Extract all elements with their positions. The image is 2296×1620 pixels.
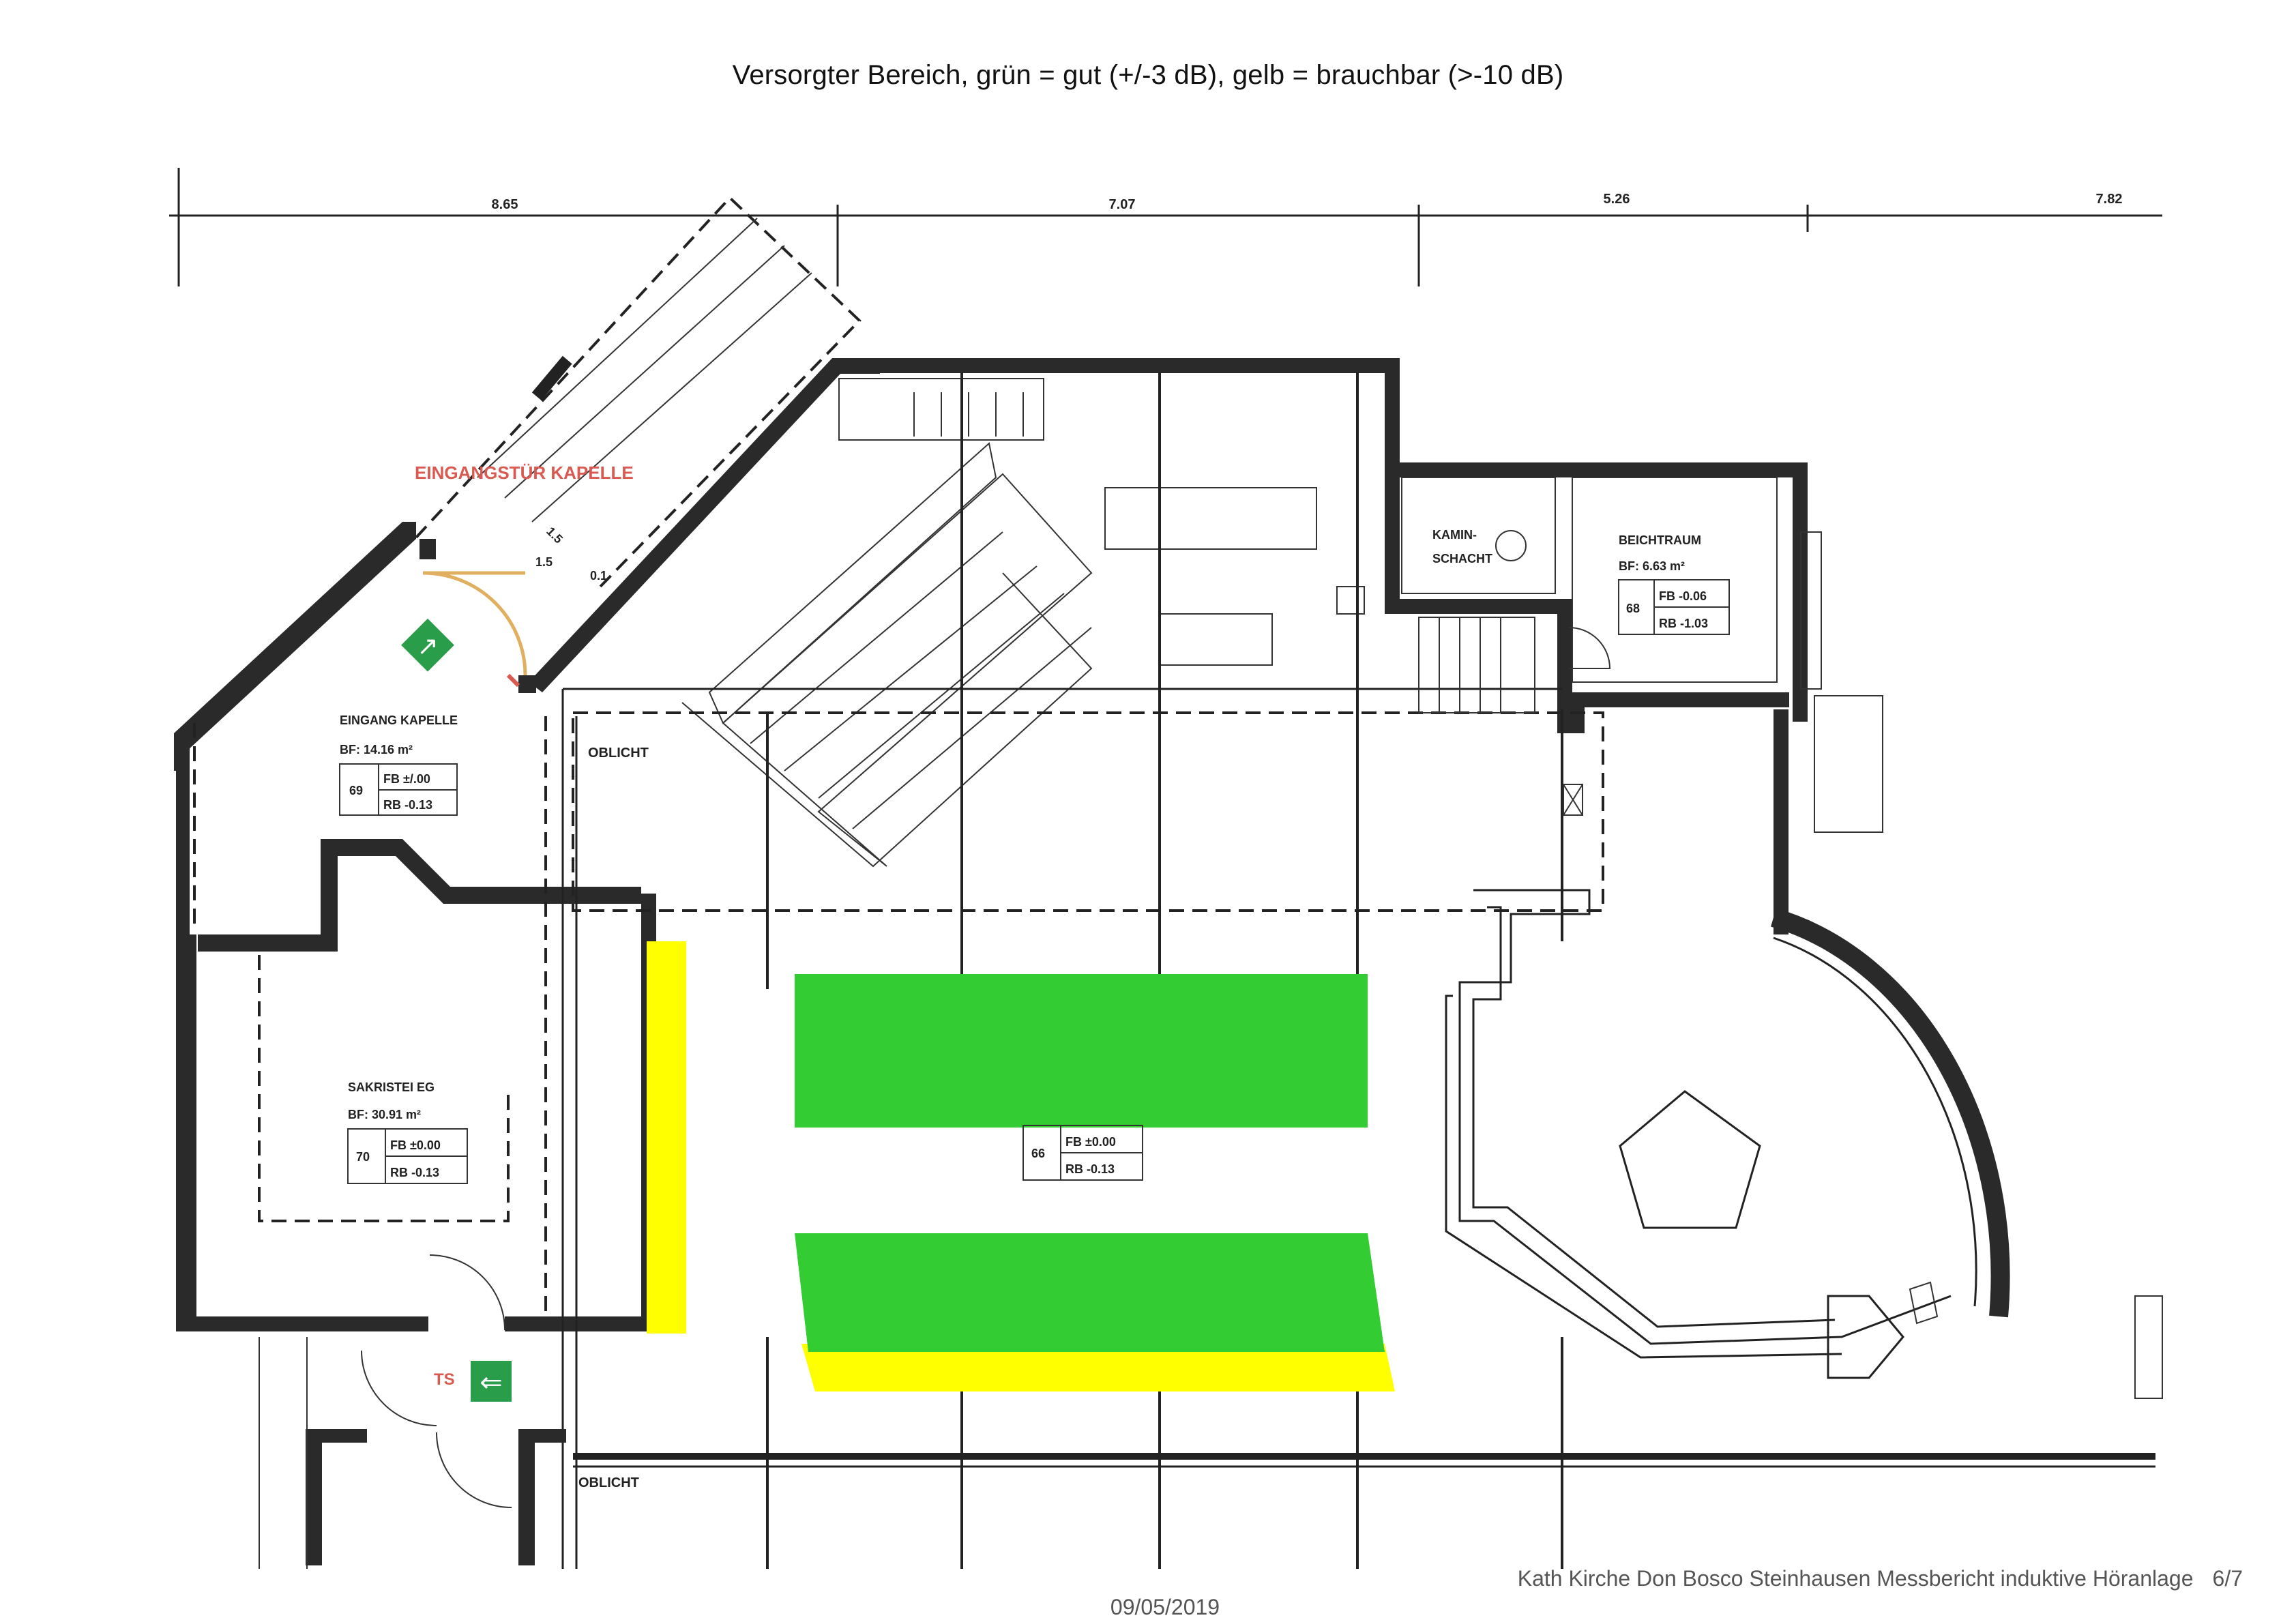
apse-wall bbox=[1771, 908, 2010, 1318]
room-main-num: 66 bbox=[1031, 1147, 1045, 1160]
room-beicht-fb: FB -0.06 bbox=[1659, 589, 1707, 603]
dimension-line: 8.65 7.07 5.26 7.82 bbox=[169, 168, 2162, 286]
entrance-door bbox=[422, 571, 527, 688]
sakristei-door bbox=[259, 1254, 566, 1569]
room-dashes bbox=[193, 716, 547, 1316]
small-dim-1: 1.5 bbox=[544, 525, 565, 546]
emergency-exit-icon-top: ↗ bbox=[401, 618, 454, 672]
room-kamin-name-2: SCHACHT bbox=[1432, 552, 1492, 565]
room-eingang-num: 69 bbox=[349, 784, 363, 797]
room-labels: EINGANGSTÜR KAPELLE 1.5 1.5 0.1 EINGANG … bbox=[339, 462, 1730, 1490]
room-beicht-area: BF: 6.63 m² bbox=[1619, 559, 1685, 573]
ts-label: TS bbox=[434, 1370, 455, 1389]
dim-2: 7.07 bbox=[1109, 197, 1136, 212]
dim-3: 5.26 bbox=[1604, 192, 1630, 207]
stair-block bbox=[681, 378, 1365, 868]
room-eingang-rb: RB -0.13 bbox=[383, 798, 432, 812]
room-beicht-num: 68 bbox=[1626, 602, 1640, 615]
room-main-fb: FB ±0.00 bbox=[1065, 1135, 1116, 1149]
room-eingang-area: BF: 14.16 m² bbox=[340, 743, 413, 756]
coverage-zones bbox=[647, 941, 1395, 1391]
room-sakristei-area: BF: 30.91 m² bbox=[348, 1108, 421, 1121]
dim-1: 8.65 bbox=[492, 197, 518, 212]
good-zone-bottom bbox=[795, 1233, 1385, 1352]
svg-text:⇐: ⇐ bbox=[480, 1367, 503, 1398]
footer-report: Kath Kirche Don Bosco Steinhausen Messbe… bbox=[1518, 1566, 2243, 1591]
oblicht-bottom-label: OBLICHT bbox=[578, 1475, 639, 1490]
chancel bbox=[1445, 889, 2163, 1399]
entrance-canopy bbox=[415, 196, 862, 588]
footer-page-number: 6/7 bbox=[2212, 1566, 2243, 1591]
page-title: Versorgter Bereich, grün = gut (+/-3 dB)… bbox=[732, 60, 1564, 90]
room-kamin-name-1: KAMIN- bbox=[1432, 528, 1477, 542]
walls bbox=[174, 358, 1808, 1331]
oblicht-top-label: OBLICHT bbox=[588, 746, 649, 761]
good-zone-top bbox=[795, 974, 1368, 1128]
usable-zone-bottom bbox=[801, 1344, 1395, 1391]
entrance-door-label: EINGANGSTÜR KAPELLE bbox=[415, 462, 634, 483]
room-beicht-rb: RB -1.03 bbox=[1659, 617, 1708, 630]
room-beicht-name: BEICHTRAUM bbox=[1619, 533, 1701, 547]
svg-text:↗: ↗ bbox=[417, 631, 439, 661]
room-sakristei-num: 70 bbox=[356, 1150, 370, 1164]
small-dim-2: 1.5 bbox=[535, 555, 553, 569]
kamin-beicht bbox=[1401, 477, 1883, 833]
dim-4: 7.82 bbox=[2096, 192, 2123, 207]
main-hall bbox=[561, 372, 2155, 1569]
room-eingang-fb: FB ±/.00 bbox=[383, 772, 430, 786]
room-sakristei-name: SAKRISTEI EG bbox=[348, 1080, 435, 1094]
room-sakristei-rb: RB -0.13 bbox=[390, 1166, 439, 1179]
room-sakristei-fb: FB ±0.00 bbox=[390, 1138, 441, 1152]
footer-date: 09/05/2019 bbox=[1110, 1595, 1220, 1619]
room-eingang-name: EINGANG KAPELLE bbox=[340, 713, 458, 727]
usable-zone-left bbox=[647, 941, 686, 1334]
footer-report-text: Kath Kirche Don Bosco Steinhausen Messbe… bbox=[1517, 1566, 2194, 1591]
room-main-rb: RB -0.13 bbox=[1065, 1162, 1115, 1176]
emergency-exit-icon-bottom: ⇐ bbox=[471, 1361, 512, 1402]
small-dim-3: 0.1 bbox=[590, 569, 607, 583]
